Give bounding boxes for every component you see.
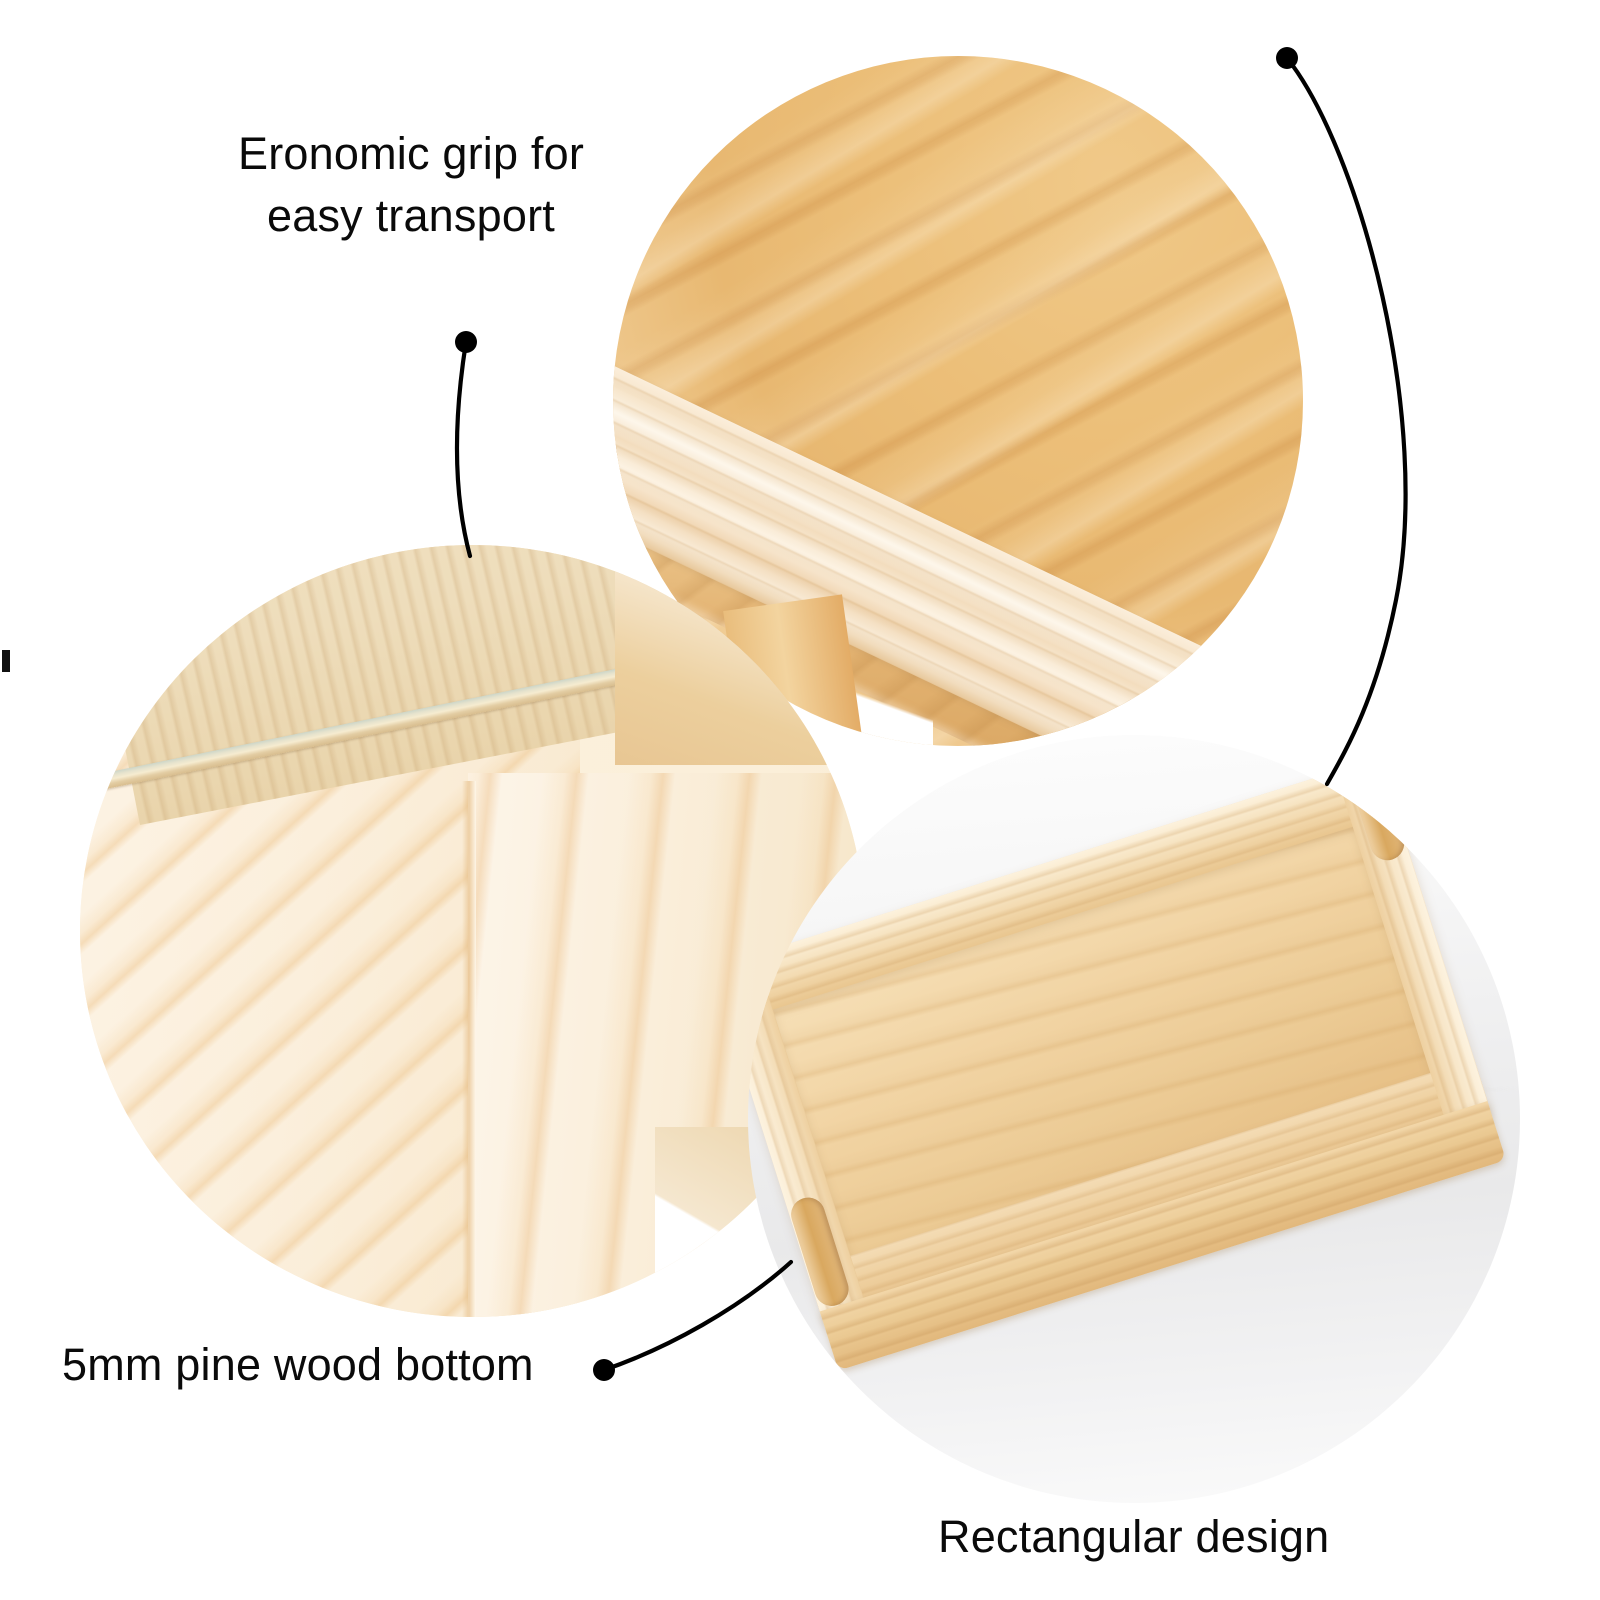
photo-circle-handle-closeup: [613, 56, 1303, 746]
callout-dot-grip: [455, 331, 477, 353]
corner-edge-highlight: [462, 781, 476, 1317]
leader-line-rectangular: [1284, 55, 1408, 787]
leader-line-grip: [454, 339, 473, 559]
rectangular-tray: [748, 747, 1508, 1379]
background-tray-sliver-top: [615, 545, 865, 765]
callout-text-ergonomic-grip: Eronomic grip for easy transport: [237, 128, 585, 241]
callout-text-pine-bottom: 5mm pine wood bottom: [62, 1339, 534, 1390]
photo-circle-whole-tray: [748, 735, 1520, 1503]
callout-text-rectangular-design: Rectangular design: [938, 1511, 1330, 1562]
left-edge-tick-mark: [2, 650, 10, 672]
photo-circle-corner-bottom: [80, 545, 865, 1317]
callout-dot-bottom: [593, 1359, 615, 1381]
